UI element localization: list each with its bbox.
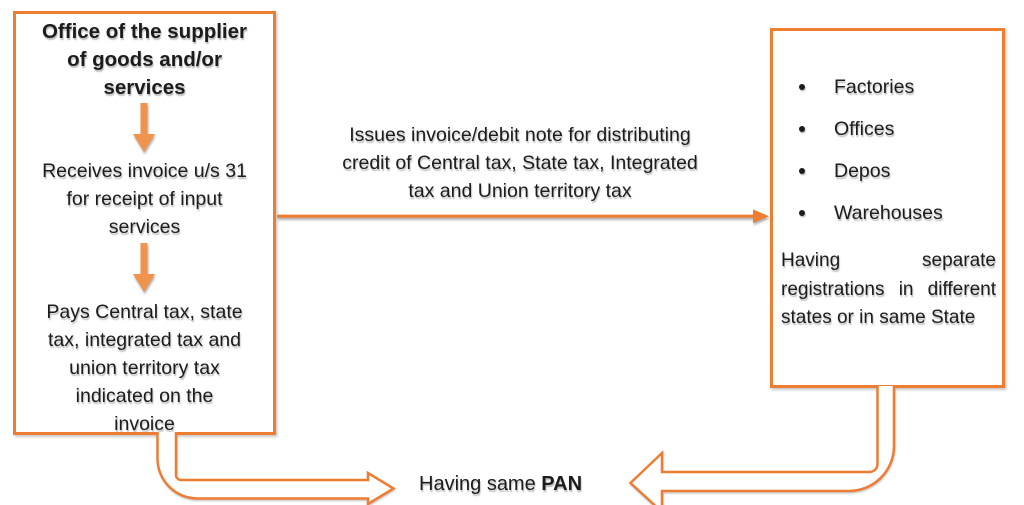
bullet-icon [799,168,805,174]
connector-label: Issues invoice/debit note for distributi… [342,124,698,202]
pan-text: PAN [541,473,583,495]
receives-invoice-step: Receives invoice u/s 31 for receipt of i… [42,160,247,238]
list-item-label: Depos [834,159,891,182]
bullet-icon [799,84,805,90]
list-item: Offices [773,108,1002,150]
list-item: Warehouses [773,192,1002,234]
locations-bullet-list: Factories Offices Depos Warehouses [773,66,1002,234]
registrations-box: Factories Offices Depos Warehouses Havin… [770,28,1005,388]
having-same-pan-label: Having same PAN [419,470,582,498]
pays-taxes-step: Pays Central tax, state tax, integrated … [46,301,243,435]
separate-registrations-note: Having separate registrations in differe… [781,250,996,328]
list-item-label: Offices [834,117,895,140]
bullet-icon [799,126,805,132]
supplier-office-title: Office of the supplier of goods and/or s… [41,20,248,99]
bullet-icon [799,210,805,216]
connector-arrow [277,209,769,223]
having-same-text: Having same [419,473,542,495]
list-item: Factories [773,66,1002,108]
list-item: Depos [773,150,1002,192]
supplier-office-box: Office of the supplier of goods and/or s… [13,11,276,435]
bent-arrow-right [628,386,896,505]
bent-arrow-left [156,432,396,505]
list-item-label: Factories [834,75,915,98]
list-item-label: Warehouses [834,201,943,224]
